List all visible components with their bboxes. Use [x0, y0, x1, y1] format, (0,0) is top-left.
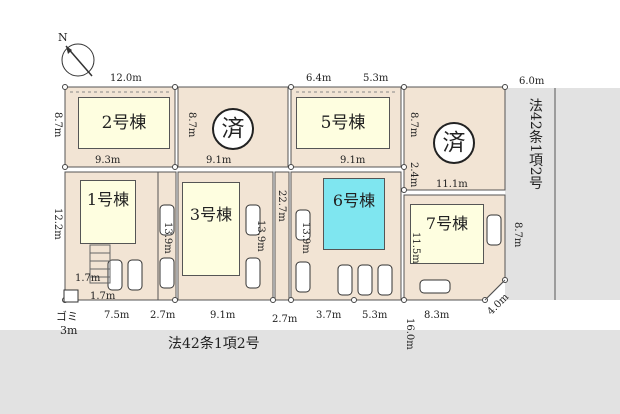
compass-north-label: N: [58, 31, 68, 44]
dim-b-5-3: 5.3m: [362, 310, 388, 321]
sold-mark-a: 済: [212, 108, 254, 150]
dim-v-13-9-b: 13.9m: [255, 220, 266, 252]
road-edge-strip: [0, 300, 620, 330]
house-3-label: 3号棟: [182, 202, 240, 227]
dim-mid-8-7-b: 8.7m: [408, 112, 419, 138]
east-road-label: 法42条1項2号: [527, 98, 543, 190]
east-road: [505, 88, 620, 300]
dim-b-1-7-a: 1.7m: [75, 273, 101, 284]
car-icon: [377, 264, 393, 296]
access-path: [274, 171, 290, 301]
house-6-label: 6号棟: [323, 190, 385, 212]
car-icon: [337, 264, 353, 296]
compass-icon: [61, 43, 95, 77]
dim-v-13-9-c: 13.9m: [300, 222, 311, 254]
car-icon: [419, 279, 451, 294]
dim-v-13-9-a: 13.9m: [162, 222, 173, 254]
house-1[interactable]: [80, 180, 136, 244]
dim-b-3-7: 3.7m: [316, 310, 342, 321]
garbage-station: [63, 289, 79, 303]
dim-v-16-0: 16.0m: [404, 318, 415, 350]
dim-top-5-3: 5.3m: [363, 73, 389, 84]
car-icon: [486, 214, 502, 246]
dim-top-6-0: 6.0m: [519, 76, 545, 87]
house-5-label: 5号棟: [320, 113, 366, 133]
house-5[interactable]: [296, 97, 390, 149]
car-icon: [127, 259, 143, 291]
house-6-name: 6号棟: [332, 191, 376, 210]
car-icon: [107, 259, 123, 291]
house-7[interactable]: [410, 204, 484, 264]
house-1-name: 1号棟: [86, 190, 130, 209]
dim-b-2-7-a: 2.7m: [150, 310, 176, 321]
car-icon: [245, 204, 261, 236]
dim-v-11-5: 11.5m: [410, 232, 421, 264]
house-3-name: 3号棟: [189, 205, 233, 224]
dim-b-9-1: 9.1m: [210, 310, 236, 321]
dim-mid-8-7-a: 8.7m: [186, 112, 197, 138]
house-2-label: 2号棟: [101, 113, 147, 133]
dim-b-8-3: 8.3m: [424, 310, 450, 321]
south-road-label: 法42条1項2号: [168, 336, 260, 352]
house-7-label: 7号棟: [410, 213, 484, 235]
garbage-size-label: 3m: [60, 324, 78, 337]
dim-right-8-7: 8.7m: [512, 222, 523, 248]
house-1-label: 1号棟: [80, 187, 136, 212]
dim-v-11-1: 11.1m: [436, 179, 468, 190]
dim-b-2-7-b: 2.7m: [272, 314, 298, 325]
garbage-label: ゴミ: [56, 310, 78, 323]
dim-row1-9-1-b: 9.1m: [340, 155, 366, 166]
dim-top-12-0: 12.0m: [110, 73, 142, 84]
dim-row1-9-1-a: 9.1m: [206, 155, 232, 166]
dim-top-6-4: 6.4m: [306, 73, 332, 84]
car-icon: [159, 257, 175, 289]
house-3[interactable]: [182, 182, 240, 276]
dim-v-22-7: 22.7m: [276, 190, 287, 222]
dim-b-7-5: 7.5m: [104, 310, 130, 321]
house-2[interactable]: [78, 97, 170, 149]
car-icon: [159, 204, 175, 236]
car-icon: [245, 257, 261, 289]
dim-row1-9-3: 9.3m: [95, 155, 121, 166]
dim-b-1-7-b: 1.7m: [90, 291, 116, 302]
car-icon: [295, 209, 311, 241]
sold-mark-b: 済: [433, 122, 475, 164]
dim-left-8-7: 8.7m: [52, 112, 63, 138]
house-6[interactable]: [323, 178, 385, 250]
dim-left-12-2: 12.2m: [52, 208, 63, 240]
car-icon: [295, 261, 311, 293]
dim-v-2-4: 2.4m: [408, 162, 419, 188]
car-icon: [357, 264, 373, 296]
house-7-name: 7号棟: [425, 214, 469, 233]
